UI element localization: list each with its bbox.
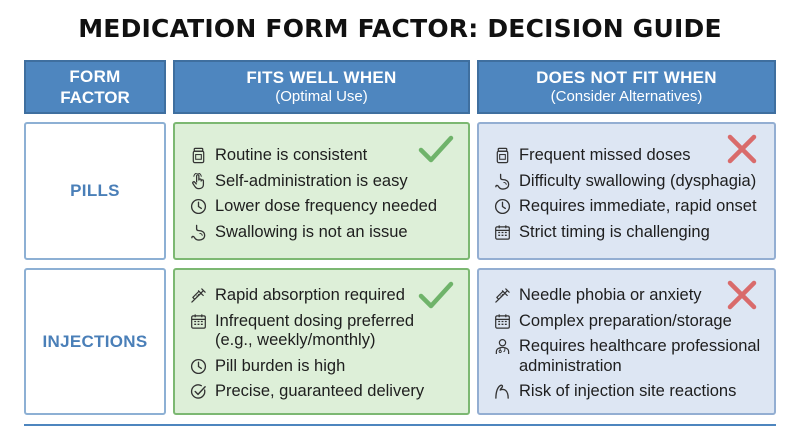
injections-not-fit-list: Needle phobia or anxiety Complex prepara…: [493, 286, 766, 408]
clock-icon: [493, 197, 511, 216]
check-mark-icon: [418, 134, 454, 164]
cross-mark-icon: [724, 280, 760, 310]
row-label-injections: INJECTIONS: [24, 268, 166, 415]
pills-fits-cell: Routine is consistent Self-administratio…: [173, 122, 470, 260]
injections-fits-cell: Rapid absorption required Infrequent dos…: [173, 268, 470, 415]
header-form-line1: FORM: [69, 67, 121, 86]
list-item: Complex preparation/storage: [493, 312, 766, 332]
doctor-icon: [493, 337, 511, 356]
page-title: MEDICATION FORM FACTOR: DECISION GUIDE: [78, 14, 722, 43]
stomach-icon: [493, 172, 511, 191]
syringe-icon: [493, 286, 511, 305]
stomach-icon: [189, 223, 207, 242]
list-item: Risk of injection site reactions: [493, 382, 766, 402]
list-item: Frequent missed doses: [493, 146, 766, 166]
header-fits-title: FITS WELL WHEN: [246, 68, 397, 87]
pills-fits-list: Routine is consistent Self-administratio…: [189, 146, 460, 248]
calendar-icon: [493, 223, 511, 242]
header-does-not-fit: DOES NOT FIT WHEN (Consider Alternatives…: [477, 60, 776, 114]
injections-not-fit-cell: Needle phobia or anxiety Complex prepara…: [477, 268, 776, 415]
header-fits-subtitle: (Optimal Use): [275, 88, 368, 105]
clock-icon: [189, 357, 207, 376]
pill-bottle-icon: [493, 146, 511, 165]
cross-mark-icon: [724, 134, 760, 164]
calendar-icon: [493, 312, 511, 331]
pills-not-fit-list: Frequent missed doses Difficulty swallow…: [493, 146, 766, 248]
list-item: Lower dose frequency needed: [189, 197, 460, 217]
list-item: Swallowing is not an issue: [189, 223, 460, 243]
header-not-title: DOES NOT FIT WHEN: [536, 68, 717, 87]
list-item: Infrequent dosing preferred(e.g., weekly…: [189, 312, 460, 351]
list-item: Pill burden is high: [189, 357, 460, 377]
header-form-line2: FACTOR: [60, 88, 130, 107]
pills-not-fit-cell: Frequent missed doses Difficulty swallow…: [477, 122, 776, 260]
list-item: Requires immediate, rapid onset: [493, 197, 766, 217]
pill-bottle-icon: [189, 146, 207, 165]
arm-icon: [493, 382, 511, 401]
calendar-icon: [189, 312, 207, 331]
list-item: Precise, guaranteed delivery: [189, 382, 460, 402]
list-item: Difficulty swallowing (dysphagia): [493, 172, 766, 192]
bottom-divider: [24, 424, 776, 426]
list-item: Routine is consistent: [189, 146, 460, 166]
header-not-subtitle: (Consider Alternatives): [550, 88, 703, 105]
header-fits-well: FITS WELL WHEN (Optimal Use): [173, 60, 470, 114]
list-item: Strict timing is challenging: [493, 223, 766, 243]
list-item: Self-administration is easy: [189, 172, 460, 192]
list-item: Rapid absorption required: [189, 286, 460, 306]
row-label-pills: PILLS: [24, 122, 166, 260]
hand-icon: [189, 172, 207, 191]
check-circle-icon: [189, 382, 207, 401]
syringe-icon: [189, 286, 207, 305]
list-item: Needle phobia or anxiety: [493, 286, 766, 306]
injections-fits-list: Rapid absorption required Infrequent dos…: [189, 286, 460, 408]
header-form-factor: FORM FACTOR: [24, 60, 166, 114]
check-mark-icon: [418, 280, 454, 310]
clock-icon: [189, 197, 207, 216]
